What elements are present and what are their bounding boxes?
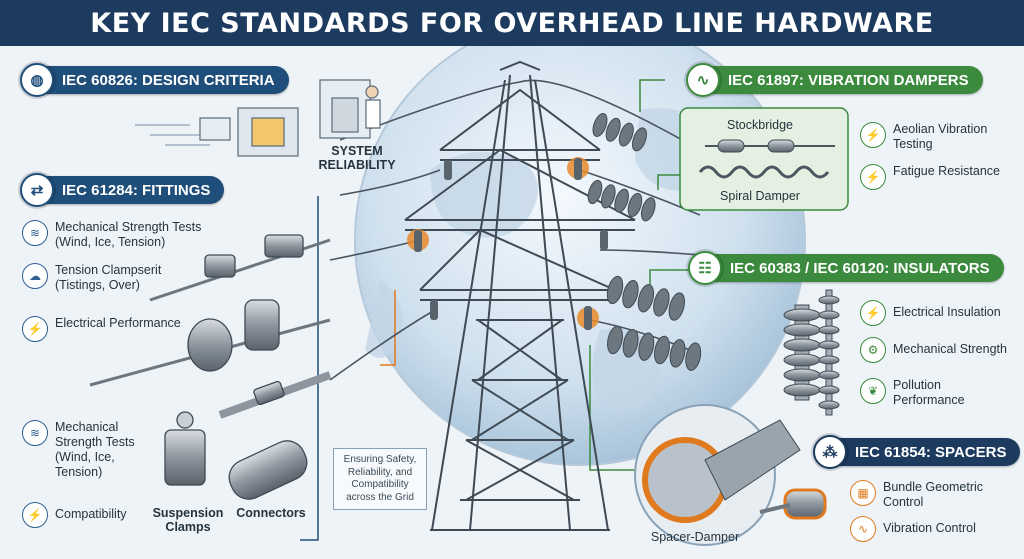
lightning-icon: ⚡ — [22, 316, 48, 342]
damper-item-2: ⚡ Fatigue Resistance — [860, 164, 1010, 190]
tower-insulators — [407, 157, 608, 330]
fittings-item-4: ≋ Mechanical Strength Tests (Wind, Ice, … — [22, 420, 162, 480]
fittings-illustration — [89, 234, 332, 500]
lightning-icon: ⚡ — [860, 122, 886, 148]
spacer-damper-caption: Spacer-Damper — [650, 530, 740, 544]
cloud-icon: ☁ — [22, 263, 48, 289]
fittings-item-1: ≋ Mechanical Strength Tests (Wind, Ice, … — [22, 220, 232, 250]
fittings-item-2: ☁ Tension Clampserit (Tistings, Over) — [22, 263, 212, 293]
fittings-item-3: ⚡ Electrical Performance — [22, 316, 182, 342]
connectors-caption: Connectors — [236, 506, 306, 520]
globe-icon: ◍ — [20, 63, 54, 97]
insulator-item-1: ⚡ Electrical Insulation — [860, 300, 1020, 326]
insulator-item-3: ❦ Pollution Performance — [860, 378, 1010, 408]
lightning-icon: ⚡ — [22, 502, 48, 528]
stockbridge-caption: Stockbridge — [726, 118, 793, 132]
lightning-icon: ⚡ — [860, 300, 886, 326]
safety-note: Ensuring Safety, Reliability, and Compat… — [333, 448, 427, 510]
design-machine-illustration — [135, 79, 381, 157]
wind-icon: ≋ — [22, 420, 48, 446]
arrows-exchange-icon: ⇄ — [20, 173, 54, 207]
suspended-insulator-strings — [587, 113, 702, 371]
insulator-icon: ☷ — [688, 251, 722, 285]
connector-lines — [300, 79, 690, 541]
conductor-bundle-icon: ⁂ — [813, 435, 847, 469]
gears-icon: ⚙ — [860, 337, 886, 363]
lightning-icon: ⚡ — [860, 164, 886, 190]
insulator-item-2: ⚙ Mechanical Strength — [860, 337, 1020, 363]
transmission-tower — [404, 60, 636, 531]
illustration — [89, 46, 849, 546]
insulator-illustration — [783, 289, 840, 416]
damper-box — [679, 107, 849, 211]
insulators-label: ☷ IEC 60383 / IEC 60120: INSULATORS — [688, 251, 1004, 285]
wave-icon: ∿ — [850, 516, 876, 542]
wind-icon: ≋ — [22, 220, 48, 246]
design-criteria-label: ◍ IEC 60826: DESIGN CRITERIA — [20, 63, 289, 97]
leaf-icon: ❦ — [860, 378, 886, 404]
fittings-label: ⇄ IEC 61284: FITTINGS — [20, 173, 225, 207]
system-reliability-caption: SYSTEM RELIABILITY — [318, 144, 396, 173]
grid-icon: ▦ — [850, 480, 876, 506]
wave-icon: ∿ — [686, 63, 720, 97]
page-title: KEY IEC STANDARDS FOR OVERHEAD LINE HARD… — [90, 7, 934, 39]
vibration-dampers-label: ∿ IEC 61897: VIBRATION DAMPERS — [686, 63, 983, 97]
spacer-item-1: ▦ Bundle Geometric Control — [850, 480, 1015, 510]
title-bar: KEY IEC STANDARDS FOR OVERHEAD LINE HARD… — [0, 0, 1024, 46]
spiral-damper-caption: Spiral Damper — [720, 189, 800, 203]
damper-item-1: ⚡ Aeolian Vibration Testing — [860, 122, 1010, 152]
suspension-clamps-caption: Suspension Clamps — [152, 506, 224, 535]
fittings-item-5: ⚡ Compatibility — [22, 502, 162, 528]
spacer-item-2: ∿ Vibration Control — [850, 516, 1015, 542]
spacers-label: ⁂ IEC 61854: SPACERS — [813, 435, 1021, 469]
spacer-damper-illustration — [634, 404, 827, 546]
